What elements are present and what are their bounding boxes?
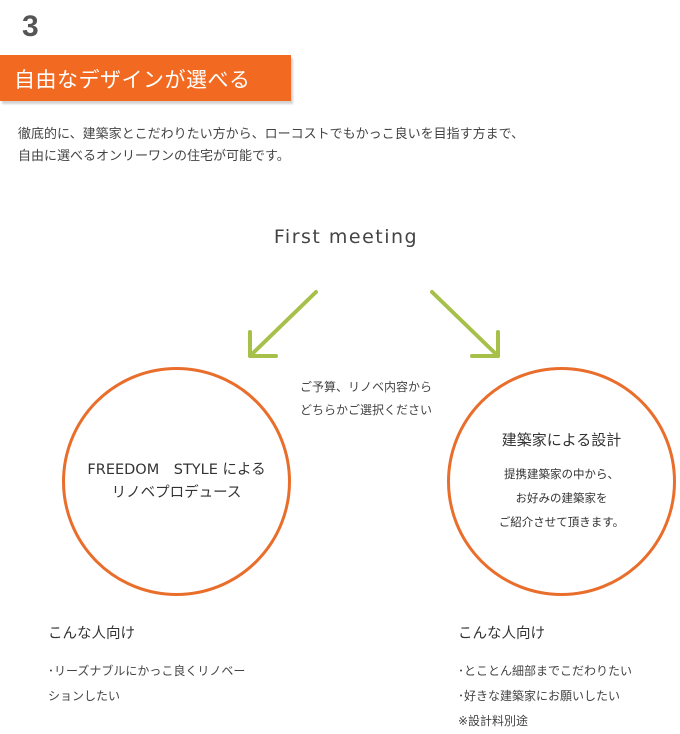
- section-title-banner: 自由なデザインが選べる: [0, 55, 291, 101]
- option-circle-line: お好みの建築家を: [515, 491, 608, 505]
- target-panel-right: こんな人向け ･とことん細部までこだわりたい ･好きな建築家にお願いしたい ※設…: [458, 622, 673, 734]
- selection-note: ご予算、リノベ内容から どちらかご選択ください: [300, 376, 450, 422]
- intro-line: 徹底的に、建築家とこだわりたい方から、ローコストでもかっこ良いを目指す方まで、: [18, 127, 525, 142]
- intro-line: 自由に選べるオンリーワンの住宅が可能です。: [18, 149, 290, 164]
- target-line: ･リーズナブルにかっこ良くリノベー: [48, 664, 246, 678]
- selection-note-line: どちらかご選択ください: [300, 403, 433, 417]
- option-circle-line: 提携建築家の中から、: [504, 467, 619, 481]
- section-title: 自由なデザインが選べる: [14, 68, 251, 92]
- target-line: ※設計料別途: [458, 714, 529, 728]
- arrow-right: [430, 290, 500, 358]
- option-circle-architect: 建築家による設計 提携建築家の中から、 お好みの建築家を ご紹介させて頂きます。: [447, 367, 676, 596]
- arrow-left: [248, 290, 318, 358]
- option-circle-title: 建築家による設計: [501, 431, 622, 449]
- option-circle-freedom-style: FREEDOM STYLE による リノベプロデュース: [62, 367, 291, 596]
- selection-note-line: ご予算、リノベ内容から: [300, 380, 433, 394]
- target-line: ションしたい: [48, 689, 121, 703]
- target-title: こんな人向け: [48, 626, 135, 642]
- target-line: ･好きな建築家にお願いしたい: [458, 689, 621, 703]
- option-circle-line: ご紹介させて頂きます。: [498, 515, 625, 529]
- first-meeting-label: First meeting: [273, 226, 419, 248]
- step-number: 3: [22, 10, 39, 43]
- intro-text: 徹底的に、建築家とこだわりたい方から、ローコストでもかっこ良いを目指す方まで、 …: [18, 124, 658, 168]
- option-circle-line: FREEDOM STYLE による: [87, 461, 266, 478]
- option-circle-line: リノベプロデュース: [111, 484, 242, 501]
- target-line: ･とことん細部までこだわりたい: [458, 664, 633, 678]
- target-panel-left: こんな人向け ･リーズナブルにかっこ良くリノベー ションしたい: [48, 622, 308, 709]
- target-title: こんな人向け: [458, 626, 545, 642]
